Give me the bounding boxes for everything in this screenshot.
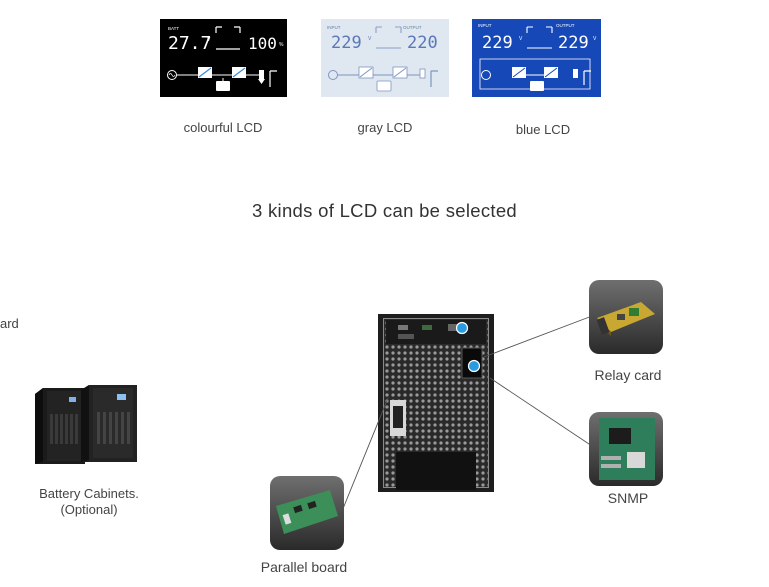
ups-rear-panel-image xyxy=(378,314,494,492)
snmp-slot-marker xyxy=(467,359,481,373)
blue-lcd-panel: INPUT 229 V OUTPUT 229 V xyxy=(472,19,601,97)
parallel-board-image xyxy=(270,476,344,550)
parallel-board-caption: Parallel board xyxy=(260,559,348,575)
lcd-output-value: 220 xyxy=(407,33,438,53)
lcd-batt-value: 27.7 xyxy=(168,33,211,54)
lcd-output-label: OUTPUT xyxy=(556,23,575,28)
lcd-input-value: 229 xyxy=(331,33,362,53)
relay-slot-marker xyxy=(455,321,469,335)
lcd-input-label: INPUT xyxy=(327,25,341,30)
snmp-card-image xyxy=(589,412,663,486)
colourful-lcd-display: BATT 27.7 V 100 % xyxy=(167,26,284,91)
colourful-lcd-caption: colourful LCD xyxy=(183,120,263,135)
gray-lcd-display: INPUT 229 V OUTPUT 220 xyxy=(327,25,438,92)
blue-lcd-display: INPUT 229 V OUTPUT 229 V xyxy=(478,23,597,91)
battery-cabinets-optional: (Optional) xyxy=(60,502,118,517)
blue-lcd-caption: blue LCD xyxy=(515,122,571,137)
lcd-input-unit: V xyxy=(368,36,372,42)
lcd-input-label: INPUT xyxy=(478,23,492,28)
relay-callout-line xyxy=(483,315,593,358)
lcd-load-unit: % xyxy=(279,42,284,48)
relay-card-image xyxy=(589,280,663,354)
snmp-caption: SNMP xyxy=(607,490,649,506)
lcd-options-headline: 3 kinds of LCD can be selected xyxy=(251,200,518,221)
relay-card-caption: Relay card xyxy=(594,367,662,383)
lcd-load-value: 100 xyxy=(248,34,277,53)
lcd-output-unit: V xyxy=(593,36,597,42)
lcd-output-label: OUTPUT xyxy=(403,25,422,30)
lcd-output-value: 229 xyxy=(558,33,589,53)
lcd-batt-label: BATT xyxy=(168,26,179,31)
lcd-input-value: 229 xyxy=(482,33,513,53)
snmp-callout-line xyxy=(489,377,593,447)
lcd-batt-unit: V xyxy=(207,37,211,43)
gray-lcd-panel: INPUT 229 V OUTPUT 220 xyxy=(321,19,449,97)
cropped-label: ard xyxy=(0,316,19,331)
battery-cabinets-image xyxy=(33,384,141,468)
battery-cabinets-title: Battery Cabinets. xyxy=(39,486,139,501)
battery-cabinets-caption: Battery Cabinets. (Optional) xyxy=(14,486,164,518)
gray-lcd-caption: gray LCD xyxy=(357,120,413,135)
colourful-lcd-panel: BATT 27.7 V 100 % xyxy=(160,19,287,97)
lcd-input-unit: V xyxy=(519,36,523,42)
